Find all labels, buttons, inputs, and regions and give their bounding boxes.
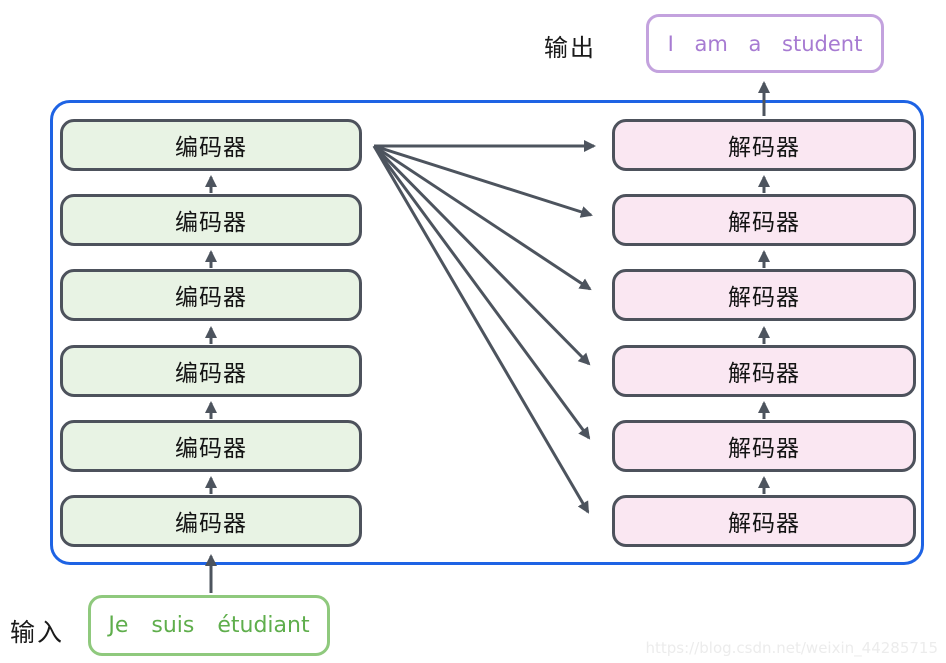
output-label: 输出: [544, 34, 596, 62]
decoder-block-3: 解码器: [612, 345, 916, 397]
watermark-text: https://blog.csdn.net/weixin_44285715: [645, 639, 938, 657]
output-sentence-text: I am a student: [667, 31, 863, 56]
decoder-block-2: 解码器: [612, 420, 916, 472]
input-label: 输入: [10, 618, 65, 647]
encoder-block-6: 编码器: [60, 119, 362, 171]
encoder-block-3: 编码器: [60, 345, 362, 397]
encoder-block-4: 编码器: [60, 269, 362, 321]
encoder-block-5: 编码器: [60, 194, 362, 246]
input-sentence-text: Je suis étudiant: [108, 613, 310, 638]
decoder-block-4: 解码器: [612, 269, 916, 321]
input-sentence-box: Je suis étudiant: [88, 595, 330, 656]
decoder-block-5: 解码器: [612, 194, 916, 246]
decoder-block-1: 解码器: [612, 495, 916, 547]
encoder-decoder-container: [50, 100, 924, 565]
decoder-block-6: 解码器: [612, 119, 916, 171]
output-sentence-box: I am a student: [646, 14, 884, 73]
encoder-block-2: 编码器: [60, 420, 362, 472]
encoder-block-1: 编码器: [60, 495, 362, 547]
